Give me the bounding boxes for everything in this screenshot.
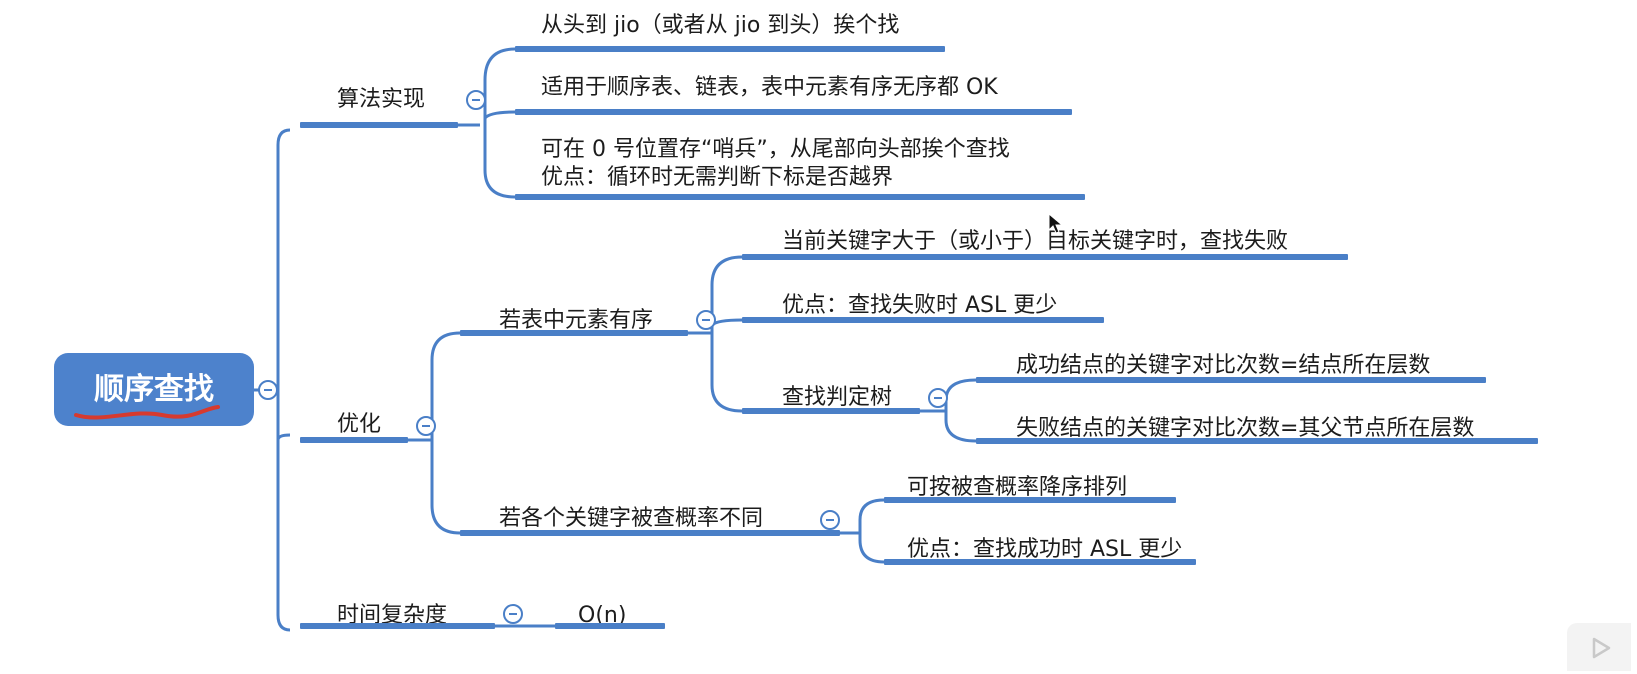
collapse-tree-button[interactable] (928, 388, 948, 408)
prob-item-2: 优点：查找成功时 ASL 更少 (907, 537, 1183, 562)
impl-item-1-underline (515, 46, 945, 52)
ordered-item-1-underline (742, 254, 1348, 260)
impl-item-1: 从头到 jio（或者从 jio 到头）挨个找 (541, 13, 900, 38)
impl-item-2-underline (515, 109, 1072, 115)
ordered-item-2: 优点：查找失败时 ASL 更少 (782, 293, 1058, 318)
ordered-underline (460, 330, 688, 336)
tree-item-2-underline (976, 438, 1538, 444)
impl-item-2: 适用于顺序表、链表，表中元素有序无序都 OK (541, 75, 998, 100)
impl-item-3: 可在 0 号位置存“哨兵”，从尾部向头部挨个查找 优点：循环时无需判断下标是否越… (541, 136, 1010, 192)
tree-underline (742, 408, 920, 414)
prob-item-2-underline (884, 559, 1196, 565)
handwritten-underline (74, 405, 220, 420)
collapse-ordered-button[interactable] (696, 310, 716, 330)
root-label: 顺序查找 (94, 372, 214, 407)
prob-item-1: 可按被查概率降序排列 (907, 475, 1128, 500)
branch-opt-underline (300, 437, 408, 443)
collapse-prob-button[interactable] (820, 510, 840, 530)
branch-impl-underline (300, 122, 458, 128)
prob-item-1-underline (884, 497, 1176, 503)
play-icon (1592, 637, 1611, 659)
root-node[interactable]: 顺序查找 (54, 353, 254, 426)
mouse-pointer-icon (1048, 213, 1064, 234)
ordered-item-2-underline (742, 317, 1104, 323)
impl-item-3-line-1: 可在 0 号位置存“哨兵”，从尾部向头部挨个查找 (541, 137, 1010, 162)
branch-opt-label: 优化 (337, 412, 382, 437)
collapse-time-button[interactable] (503, 604, 523, 624)
collapse-opt-button[interactable] (416, 416, 436, 436)
tree-item-1-underline (976, 377, 1486, 383)
prob-underline (460, 530, 840, 536)
impl-item-3-line-2: 优点：循环时无需判断下标是否越界 (541, 165, 894, 190)
impl-item-3-underline (515, 194, 1085, 200)
branch-impl-label: 算法实现 (337, 87, 426, 112)
collapse-root-button[interactable] (258, 380, 278, 400)
ordered-item-1: 当前关键字大于（或小于）目标关键字时，查找失败 (782, 229, 1289, 254)
branch-time-underline (300, 623, 495, 629)
tree-item-1: 成功结点的关键字对比次数=结点所在层数 (1016, 353, 1431, 378)
tree-item-2: 失败结点的关键字对比次数=其父节点所在层数 (1016, 416, 1475, 441)
prob-label: 若各个关键字被查概率不同 (499, 506, 764, 531)
tree-label: 查找判定树 (782, 385, 893, 410)
ordered-label: 若表中元素有序 (499, 308, 654, 333)
collapse-impl-button[interactable] (466, 90, 486, 110)
video-play-badge[interactable] (1567, 623, 1631, 671)
time-value-underline (555, 623, 665, 629)
